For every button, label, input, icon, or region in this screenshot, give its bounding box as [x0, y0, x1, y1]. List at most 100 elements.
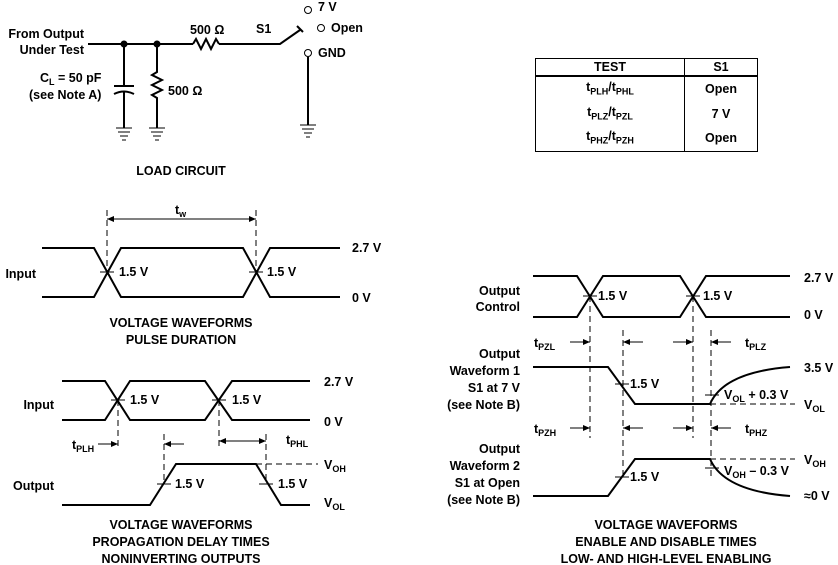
header-s1: S1 [684, 58, 758, 77]
propagation-delay-waveform: Input 1.5 V 1.5 V 2.7 V 0 V tPLH tPHL Ou… [13, 375, 354, 565]
switch-wire [219, 29, 301, 45]
wf1-wave [533, 366, 791, 405]
cap-note: (see Note A) [29, 88, 101, 102]
s1-cell: Open [684, 126, 758, 152]
control-level-high: 2.7 V [804, 271, 834, 285]
threshold-ticks [615, 383, 719, 396]
pulse-wave-lower [42, 247, 340, 298]
table-row: tPLZ/tPZL 7 V [535, 101, 758, 126]
s1-cell: 7 V [684, 101, 758, 126]
prop-reference-lines [117, 400, 267, 484]
test-cell: tPLH/tPHL [535, 76, 685, 102]
series-resistor-label: 500 Ω [190, 23, 224, 37]
control-wave-lower [533, 275, 790, 318]
control-label-1: Output [479, 284, 521, 298]
prop-caption-2: PROPAGATION DELAY TIMES [92, 535, 269, 549]
test-cell: tPLZ/tPZL [535, 101, 685, 126]
prop-out-threshold-2: 1.5 V [278, 477, 308, 491]
switch-arrow-head [296, 25, 304, 33]
pulse-level-high: 2.7 V [352, 241, 382, 255]
test-table: TEST S1 tPLH/tPHL Open tPLZ/tPZL 7 V tPH… [535, 58, 758, 152]
prop-input-label: Input [23, 398, 54, 412]
cap-label: CL = 50 pF [40, 71, 102, 87]
pulse-caption-1: VOLTAGE WAVEFORMS [109, 316, 252, 330]
prop-output-wave [62, 463, 310, 506]
terminal-open [317, 24, 325, 32]
pulse-width-label: tw [175, 203, 187, 219]
wf1-label-2: Waveform 1 [450, 364, 520, 378]
wf2-threshold: 1.5 V [630, 470, 660, 484]
pulse-duration-waveform: Input tw 1.5 V 1.5 V 2.7 V 0 V VOLTAGE W… [5, 203, 381, 347]
prop-in-threshold-1: 1.5 V [130, 393, 160, 407]
switch-label: S1 [256, 22, 271, 36]
wf1-level-high: 3.5 V [804, 361, 834, 375]
wf2-wave [533, 458, 791, 497]
pulse-input-label: Input [5, 267, 36, 281]
terminal-7v-label: 7 V [318, 0, 337, 14]
tplz-label: tPLZ [745, 336, 767, 352]
prop-in-threshold-2: 1.5 V [232, 393, 262, 407]
wf1-vol-plus-label: VOL + 0.3 V [724, 388, 789, 404]
tplh-label: tPLH [72, 438, 94, 454]
wf1-threshold: 1.5 V [630, 377, 660, 391]
wf1-label-4: (see Note B) [447, 398, 520, 412]
prop-level-low: 0 V [324, 415, 343, 429]
prop-caption-3: NONINVERTING OUTPUTS [101, 552, 260, 565]
prop-vol-label: VOL [324, 496, 345, 512]
control-threshold-1: 1.5 V [598, 289, 628, 303]
ground-icon [149, 127, 165, 141]
wf2-voh-label: VOH [804, 453, 826, 469]
dut-label-line1: From Output [8, 27, 85, 41]
ground-icon [300, 124, 316, 138]
tphl-label: tPHL [286, 433, 309, 449]
prop-caption-1: VOLTAGE WAVEFORMS [109, 518, 252, 532]
dut-label-line2: Under Test [20, 43, 85, 57]
terminal-7v [304, 6, 312, 14]
wf1-label-1: Output [479, 347, 521, 361]
tpzh-label: tPZH [534, 422, 556, 438]
tphz-label: tPHZ [745, 422, 768, 438]
prop-level-high: 2.7 V [324, 375, 354, 389]
wf2-level-low: ≈0 V [804, 489, 830, 503]
control-level-low: 0 V [804, 308, 823, 322]
s1-cell: Open [684, 76, 758, 102]
enable-caption-1: VOLTAGE WAVEFORMS [594, 518, 737, 532]
prop-voh-label: VOH [324, 458, 346, 474]
series-resistor-symbol [192, 36, 220, 52]
load-circuit-caption: LOAD CIRCUIT [136, 164, 226, 178]
pulse-caption-2: PULSE DURATION [126, 333, 236, 347]
terminal-gnd [304, 49, 312, 57]
pulse-level-low: 0 V [352, 291, 371, 305]
test-table-header: TEST S1 [535, 58, 758, 77]
load-circuit: From Output Under Test 500 Ω S1 7 V Open… [8, 0, 363, 178]
wf2-label-2: Waveform 2 [450, 459, 520, 473]
wf2-label-4: (see Note B) [447, 493, 520, 507]
terminal-gnd-label: GND [318, 46, 346, 60]
prop-out-threshold-1: 1.5 V [175, 477, 205, 491]
wf2-label-3: S1 at Open [455, 476, 520, 490]
threshold-ticks [615, 467, 719, 478]
shunt-resistor-symbol [149, 44, 165, 128]
table-row: tPHZ/tPZH Open [535, 126, 758, 152]
wf1-label-3: S1 at 7 V [468, 381, 521, 395]
tpzl-label: tPZL [534, 336, 556, 352]
enable-caption-3: LOW- AND HIGH-LEVEL ENABLING [561, 552, 772, 565]
control-threshold-2: 1.5 V [703, 289, 733, 303]
pulse-threshold-1: 1.5 V [119, 265, 149, 279]
wf1-vol-label: VOL [804, 398, 825, 414]
table-row: tPLH/tPHL Open [535, 76, 758, 102]
header-test: TEST [535, 58, 685, 77]
terminal-open-label: Open [331, 21, 363, 35]
control-label-2: Control [476, 300, 520, 314]
capacitor-plate-curved [113, 90, 135, 95]
prop-input-wave-lower [62, 380, 310, 421]
control-wave-upper [533, 275, 790, 318]
test-cell: tPHZ/tPZH [535, 126, 685, 152]
enable-disable-waveform: Output Control 1.5 V 1.5 V 2.7 V 0 V tPZ… [447, 271, 834, 565]
pulse-wave-upper [42, 247, 340, 298]
wf2-voh-minus-label: VOH – 0.3 V [724, 464, 790, 480]
ground-icon [116, 127, 132, 141]
enable-caption-2: ENABLE AND DISABLE TIMES [575, 535, 757, 549]
prop-output-label: Output [13, 479, 55, 493]
